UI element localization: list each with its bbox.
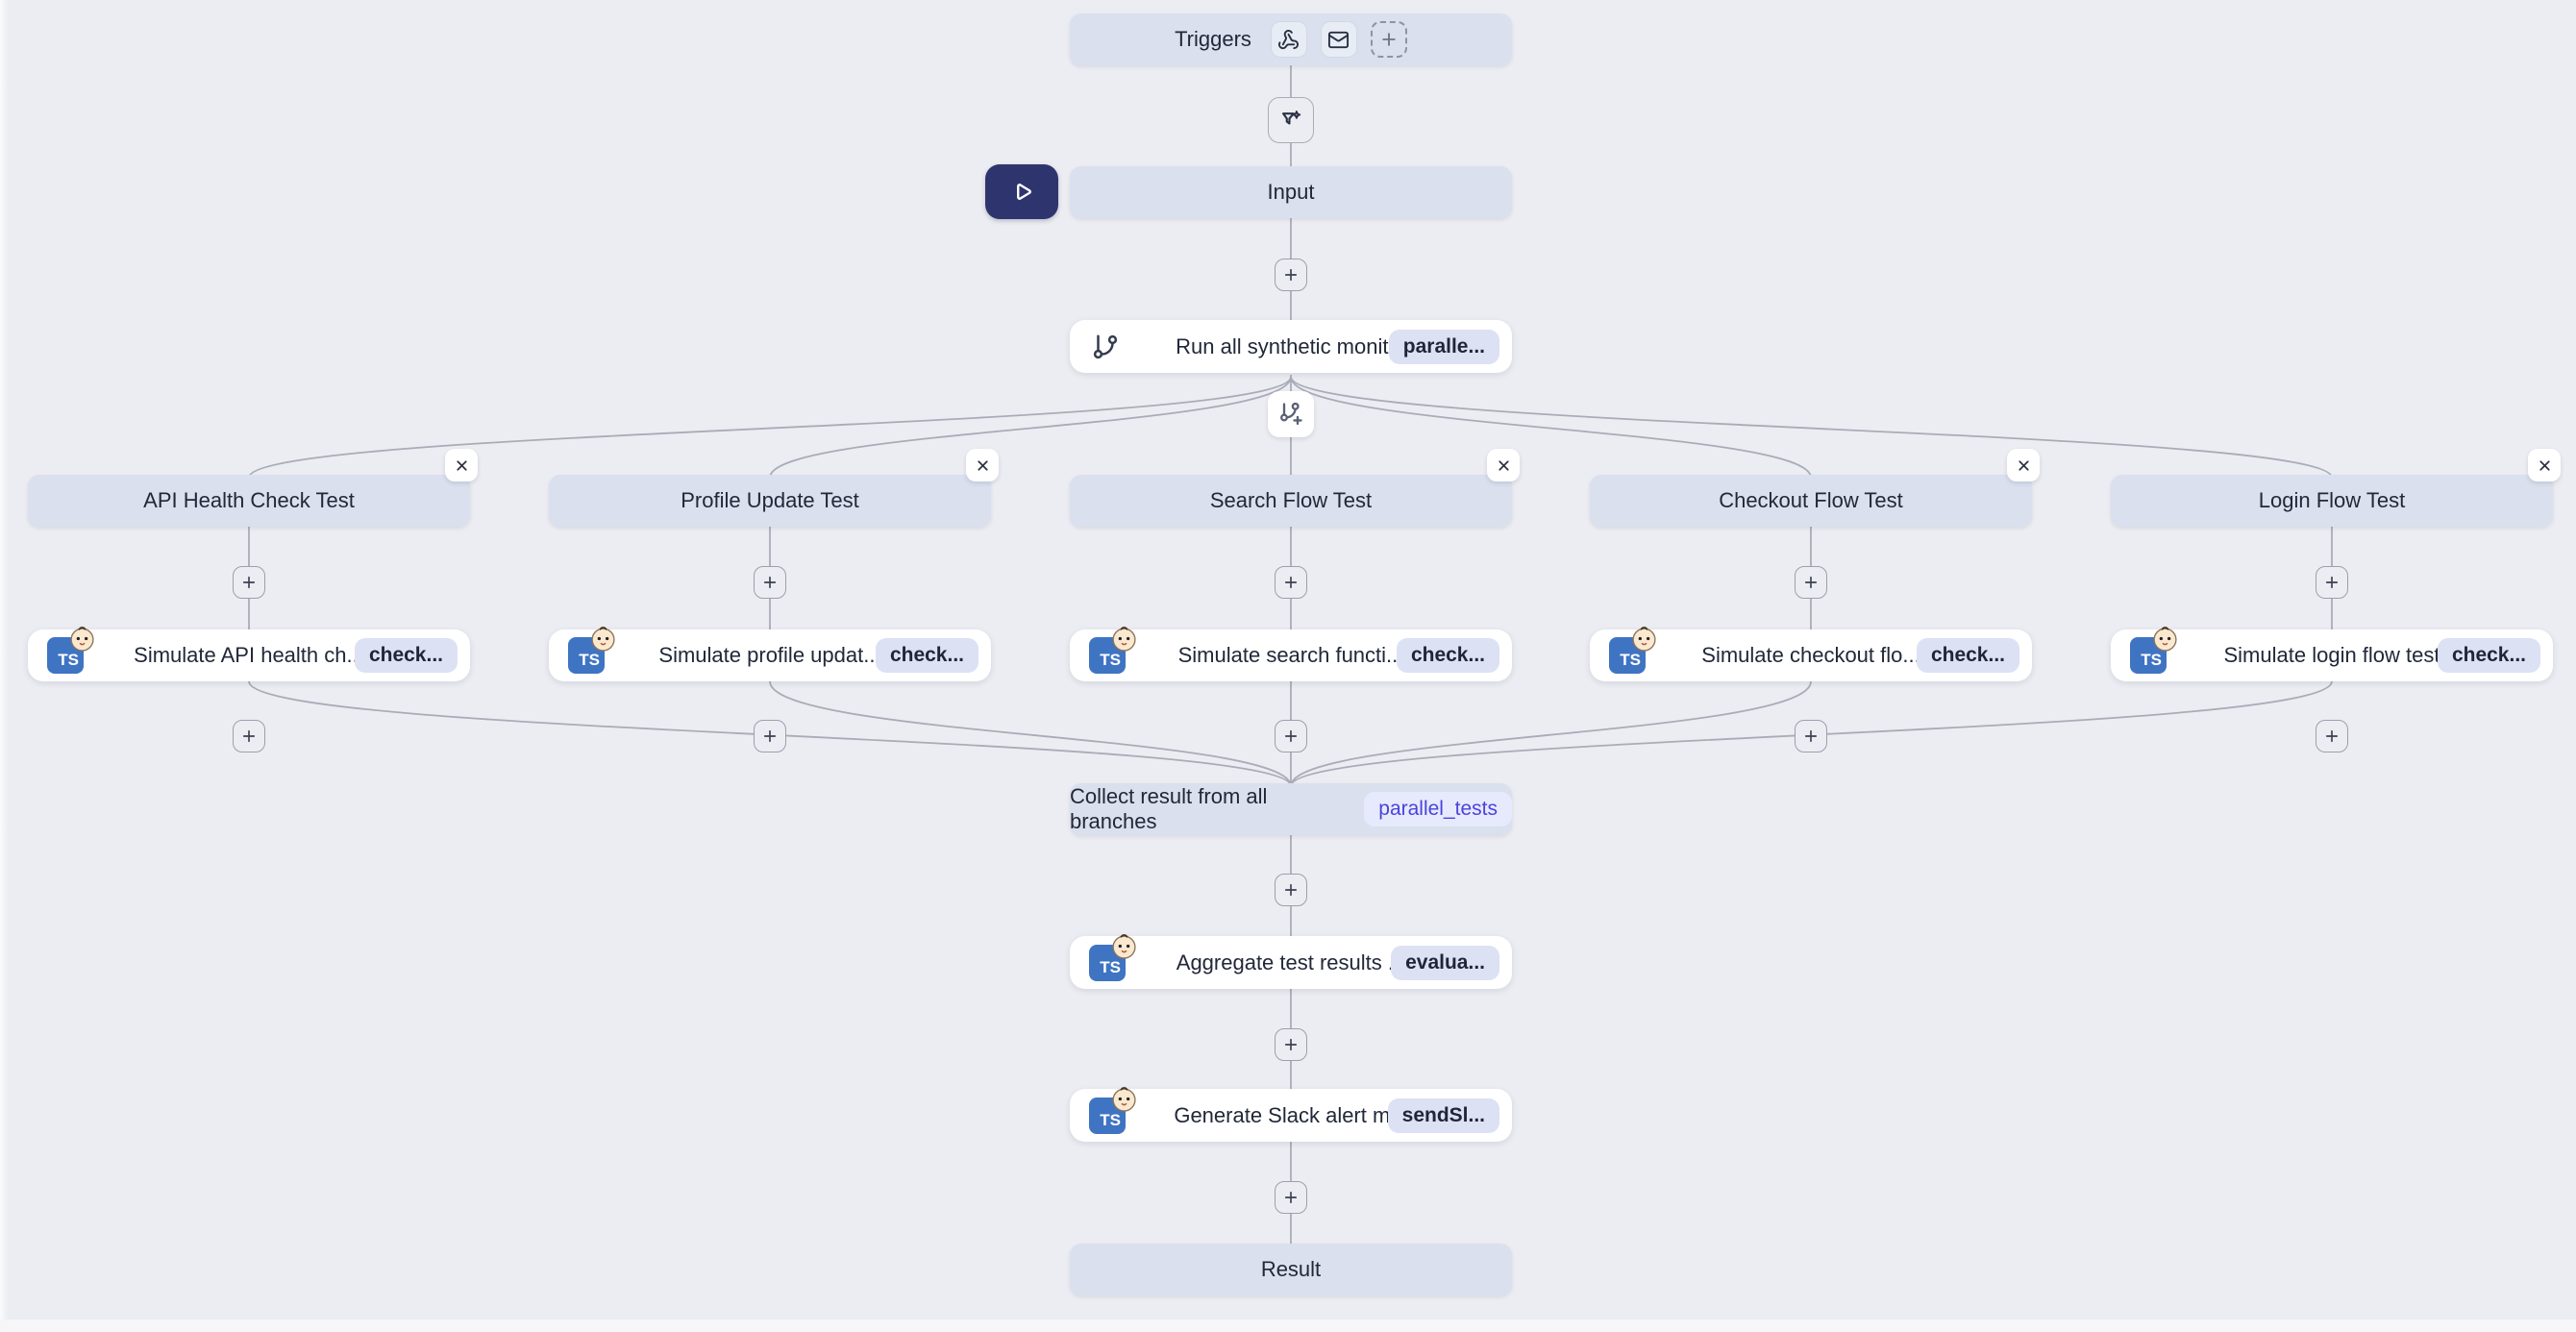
triggers-node[interactable]: Triggers: [1070, 13, 1512, 65]
baby-face-emoji: [591, 627, 615, 652]
task-badge: check...: [2437, 638, 2540, 673]
add-step-button[interactable]: [1275, 1028, 1307, 1061]
add-trigger-button[interactable]: [1370, 21, 1407, 58]
input-label: Input: [1267, 180, 1315, 204]
aggregate-results-label: Aggregate test results ...: [1176, 950, 1406, 974]
task-badge: check...: [354, 638, 458, 673]
remove-branch-button[interactable]: [445, 449, 478, 481]
task-label: Simulate search functi...: [1177, 643, 1404, 667]
add-branch-node[interactable]: [1268, 391, 1314, 437]
branch-header-api-health[interactable]: API Health Check Test: [28, 475, 470, 527]
plus-icon: [1382, 33, 1396, 46]
baby-face-emoji: [1112, 1086, 1136, 1112]
branch-header-checkout-flow[interactable]: Checkout Flow Test: [1590, 475, 2032, 527]
task-label: Simulate API health ch...: [134, 643, 364, 667]
collect-results-node[interactable]: Collect result from all branches paralle…: [1070, 783, 1512, 835]
close-icon: [1498, 459, 1509, 471]
webhook-trigger-button[interactable]: [1270, 21, 1307, 58]
close-icon: [2539, 459, 2550, 471]
result-node[interactable]: Result: [1070, 1244, 1512, 1295]
typescript-step-icon: TS: [1089, 1086, 1136, 1134]
trigger-filter-node[interactable]: [1268, 97, 1314, 143]
typescript-step-icon: TS: [2130, 627, 2177, 674]
branch-title: Checkout Flow Test: [1719, 488, 1903, 512]
add-step-button[interactable]: [1795, 720, 1827, 752]
task-node-search-flow[interactable]: TS Simulate search functi... check...: [1070, 627, 1512, 681]
input-node[interactable]: Input: [1070, 166, 1512, 218]
typescript-step-icon: TS: [1609, 627, 1656, 674]
task-badge: check...: [1396, 638, 1499, 673]
branch-header-profile-update[interactable]: Profile Update Test: [549, 475, 991, 527]
typescript-step-icon: TS: [1089, 627, 1136, 674]
task-node-login-flow[interactable]: TS Simulate login flow test check...: [2111, 627, 2553, 681]
add-step-button[interactable]: [2316, 720, 2348, 752]
task-badge: check...: [1916, 638, 2019, 673]
add-step-button[interactable]: [1275, 259, 1307, 291]
typescript-step-icon: TS: [47, 627, 94, 674]
email-trigger-button[interactable]: [1320, 21, 1357, 58]
run-synthetic-monitors-badge: paralle...: [1388, 329, 1499, 364]
add-step-button[interactable]: [233, 720, 265, 752]
run-workflow-button[interactable]: [985, 164, 1058, 219]
baby-face-emoji: [1112, 933, 1136, 959]
baby-face-emoji: [2153, 627, 2177, 652]
add-step-button[interactable]: [1275, 566, 1307, 599]
remove-branch-button[interactable]: [1487, 449, 1520, 481]
remove-branch-button[interactable]: [966, 449, 999, 481]
branch-header-login-flow[interactable]: Login Flow Test: [2111, 475, 2553, 527]
slack-alert-badge: sendSl...: [1387, 1098, 1499, 1133]
task-badge: check...: [875, 638, 978, 673]
git-branch-plus-icon: [1280, 402, 1302, 426]
aggregate-results-node[interactable]: TS Aggregate test results ... evalua...: [1070, 933, 1512, 989]
branch-title: Search Flow Test: [1209, 488, 1373, 512]
collect-results-label: Collect result from all branches: [1070, 784, 1268, 833]
branch-title: Profile Update Test: [681, 488, 859, 512]
branch-header-search-flow[interactable]: Search Flow Test: [1070, 475, 1512, 527]
close-icon: [456, 459, 467, 471]
branch-title: API Health Check Test: [143, 488, 355, 512]
baby-face-emoji: [1112, 627, 1136, 652]
git-branch-icon: [1091, 333, 1120, 361]
add-step-button[interactable]: [754, 566, 786, 599]
collect-results-badge: parallel_tests: [1364, 792, 1512, 826]
slack-alert-node[interactable]: TS Generate Slack alert m... sendSl...: [1070, 1086, 1512, 1142]
add-step-button[interactable]: [1795, 566, 1827, 599]
slack-alert-label: Generate Slack alert m...: [1174, 1102, 1408, 1127]
triggers-label: Triggers: [1175, 27, 1251, 51]
canvas-bottom-edge: [0, 1320, 2576, 1332]
typescript-step-icon: TS: [568, 627, 615, 674]
task-label: Simulate login flow test: [2223, 643, 2440, 667]
canvas-left-edge: [0, 0, 8, 1332]
plus-icon: [1284, 268, 1298, 282]
task-node-profile-update[interactable]: TS Simulate profile updat... check...: [549, 627, 991, 681]
task-label: Simulate checkout flo...: [1701, 643, 1920, 667]
aggregate-results-badge: evalua...: [1391, 945, 1499, 980]
add-step-button[interactable]: [2316, 566, 2348, 599]
add-step-button[interactable]: [1275, 720, 1307, 752]
result-label: Result: [1260, 1257, 1322, 1281]
task-node-checkout-flow[interactable]: TS Simulate checkout flo... check...: [1590, 627, 2032, 681]
mail-icon: [1328, 31, 1350, 48]
add-step-button[interactable]: [1275, 1181, 1307, 1214]
play-icon: [1016, 184, 1031, 200]
baby-face-emoji: [1632, 627, 1656, 652]
webhook-icon: [1278, 29, 1300, 49]
run-synthetic-monitors-node[interactable]: Run all synthetic monit... paralle...: [1070, 320, 1512, 373]
remove-branch-button[interactable]: [2528, 449, 2561, 481]
close-icon: [2018, 459, 2029, 471]
close-icon: [977, 459, 988, 471]
typescript-step-icon: TS: [1089, 933, 1136, 981]
run-synthetic-monitors-label: Run all synthetic monit...: [1176, 333, 1406, 358]
branch-title: Login Flow Test: [2258, 488, 2406, 512]
task-node-api-health[interactable]: TS Simulate API health ch... check...: [28, 627, 470, 681]
remove-branch-button[interactable]: [2007, 449, 2040, 481]
add-step-button[interactable]: [233, 566, 265, 599]
filter-settings-icon: [1281, 110, 1300, 125]
add-step-button[interactable]: [1275, 874, 1307, 906]
baby-face-emoji: [70, 627, 94, 652]
task-label: Simulate profile updat...: [658, 643, 881, 667]
add-step-button[interactable]: [754, 720, 786, 752]
